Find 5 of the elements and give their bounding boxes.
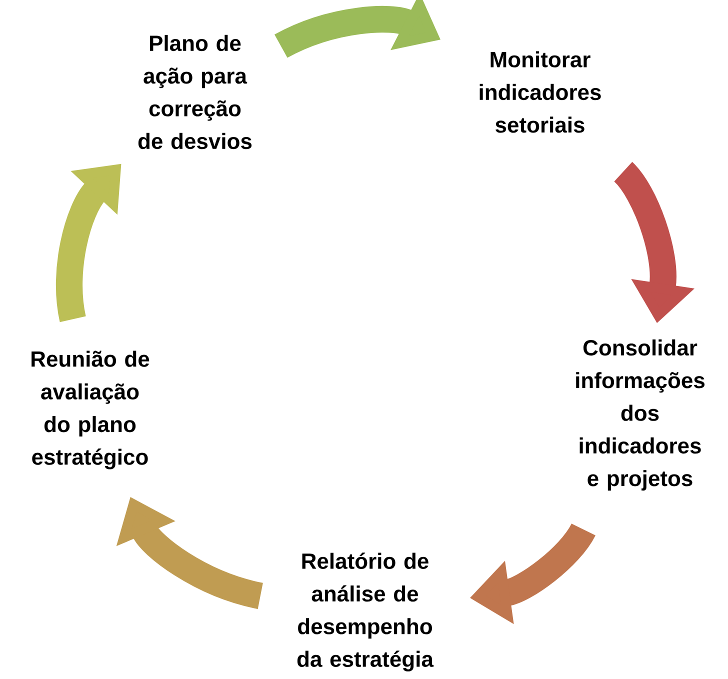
step-label: Relatório de análise de desempenho da estratégia	[297, 552, 434, 672]
step-label: Monitorar indicadores setoriais	[480, 51, 601, 133]
step-label: Reunião de avaliação do plano estratégico	[32, 350, 150, 470]
step-label: Plano de ação para correção de desvios	[138, 34, 252, 150]
step-label: Consolidar informações dos indicadores e projetos	[576, 339, 704, 491]
